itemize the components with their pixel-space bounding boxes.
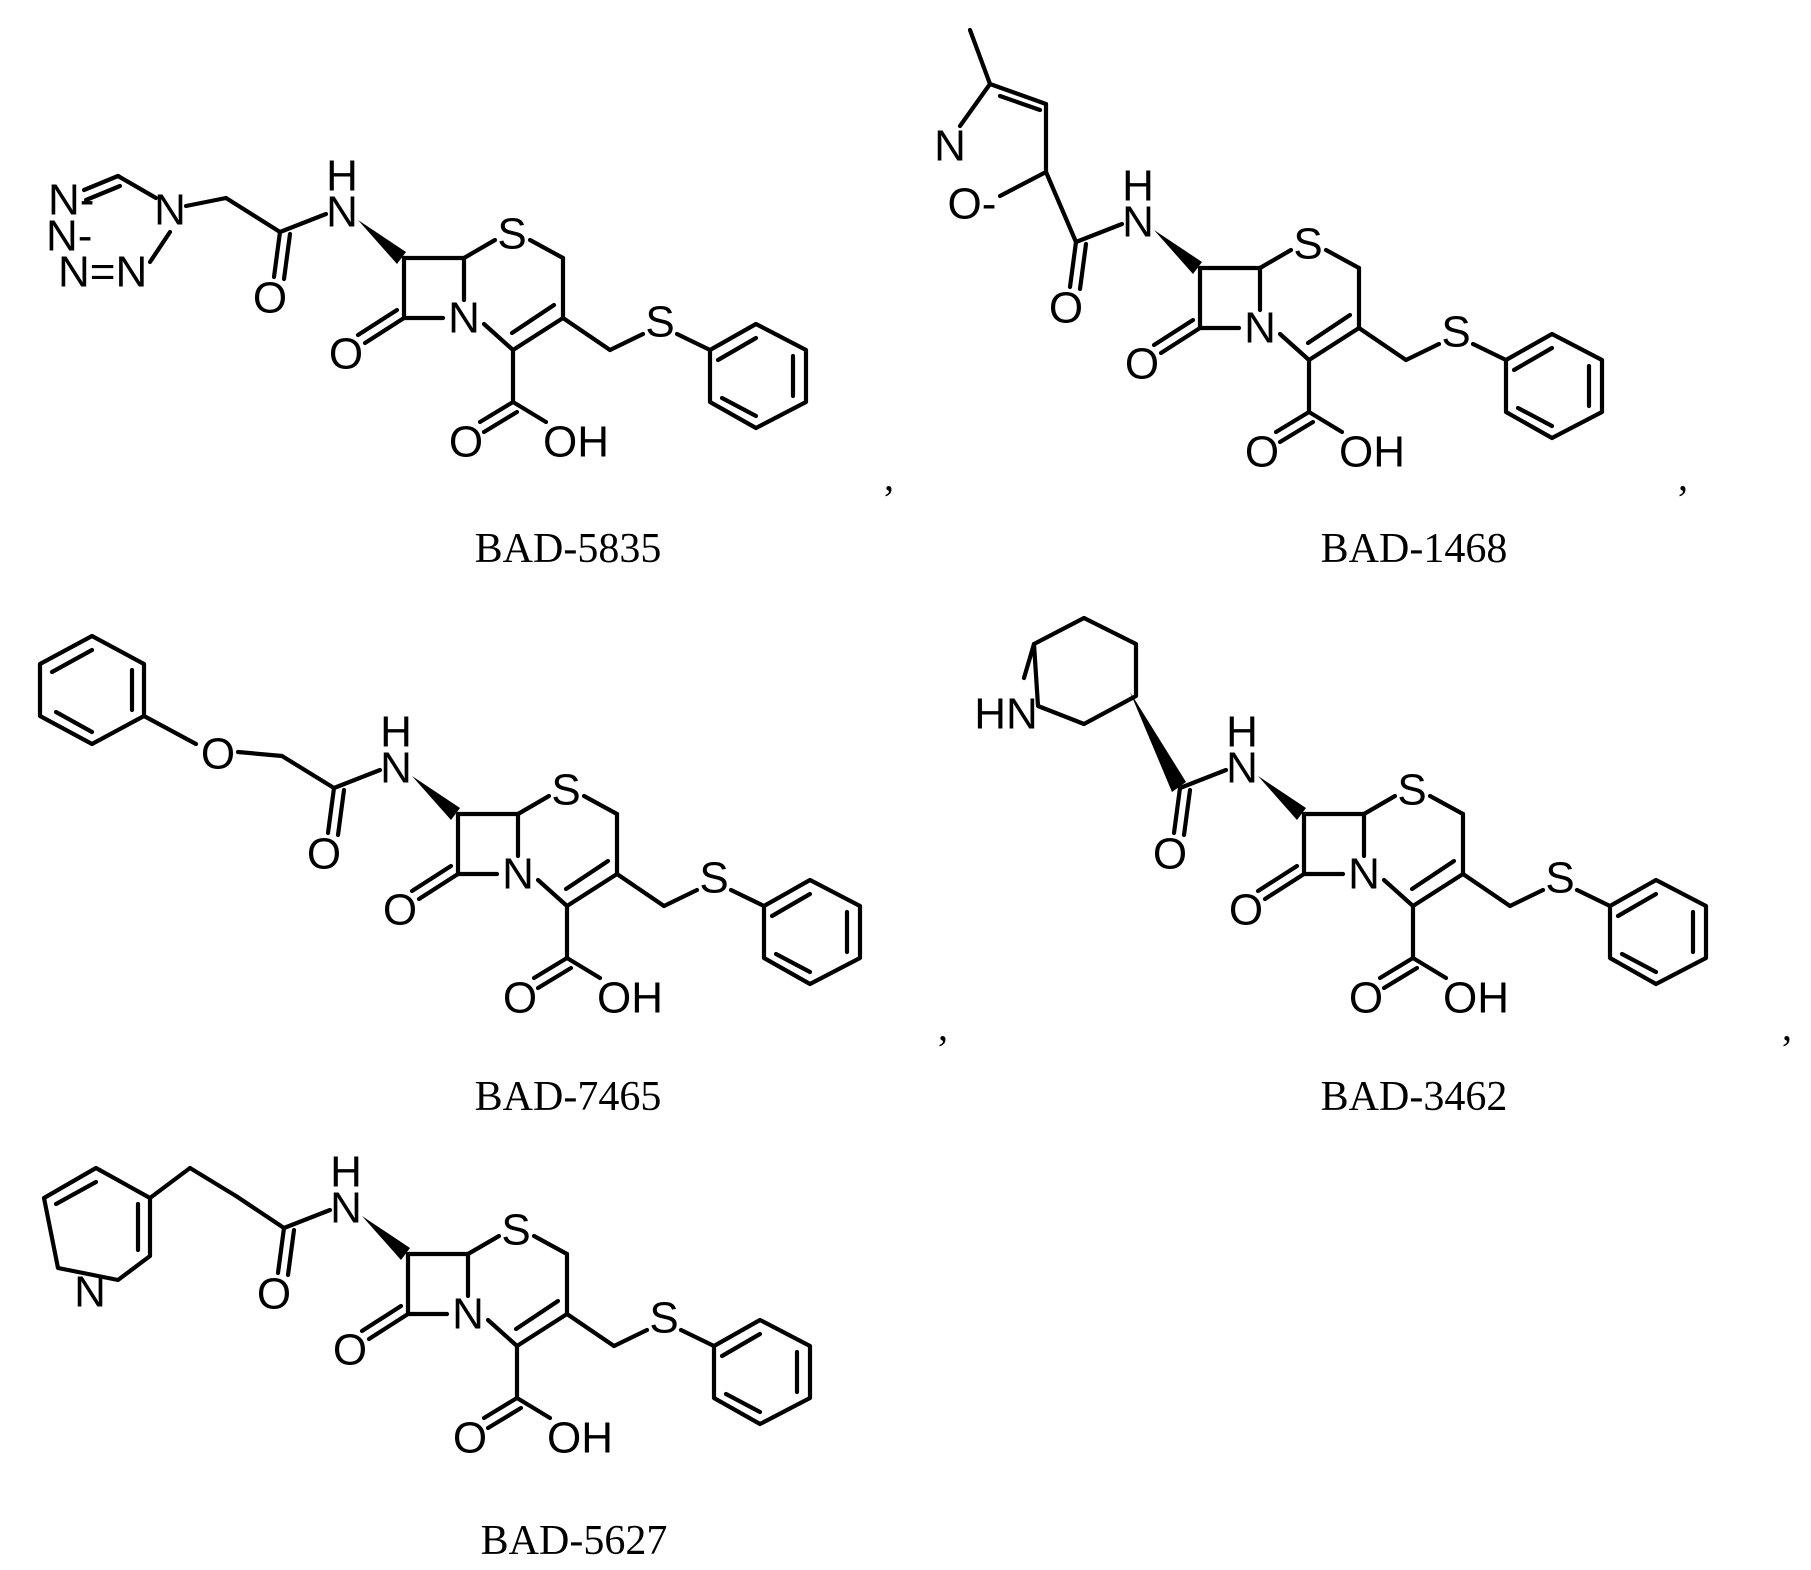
- piperidine-nh-label: HN: [974, 690, 1038, 739]
- separator: ,: [884, 454, 894, 499]
- compound-bad-5627: N BAD-5627: [44, 1148, 810, 1565]
- compound-bad-7465: O , BAD-7465: [40, 636, 948, 1120]
- compound-bad-1468: N O- , BAD-1468: [934, 30, 1688, 572]
- tetrazole-n2-label: N-: [46, 212, 92, 261]
- ether-o-label: O: [201, 730, 235, 779]
- compound-bad-5835: N- N=N N- N , BAD-5835: [46, 152, 894, 573]
- pyridine-n-label: N: [74, 1268, 106, 1317]
- separator: ,: [938, 1004, 948, 1049]
- separator: ,: [1678, 454, 1688, 499]
- compound-label: BAD-3462: [1321, 1074, 1508, 1120]
- compound-label: BAD-5627: [481, 1518, 668, 1564]
- separator: ,: [1782, 1004, 1792, 1049]
- tetrazole-n4-label: N: [154, 186, 186, 235]
- compound-label: BAD-1468: [1321, 526, 1508, 572]
- compound-bad-3462: HN , BAD-3462: [974, 618, 1792, 1120]
- isoxazole-o-label: O-: [948, 180, 997, 229]
- isoxazole-n-label: N: [934, 122, 966, 171]
- compound-label: BAD-7465: [475, 1074, 662, 1120]
- compound-label: BAD-5835: [475, 526, 662, 572]
